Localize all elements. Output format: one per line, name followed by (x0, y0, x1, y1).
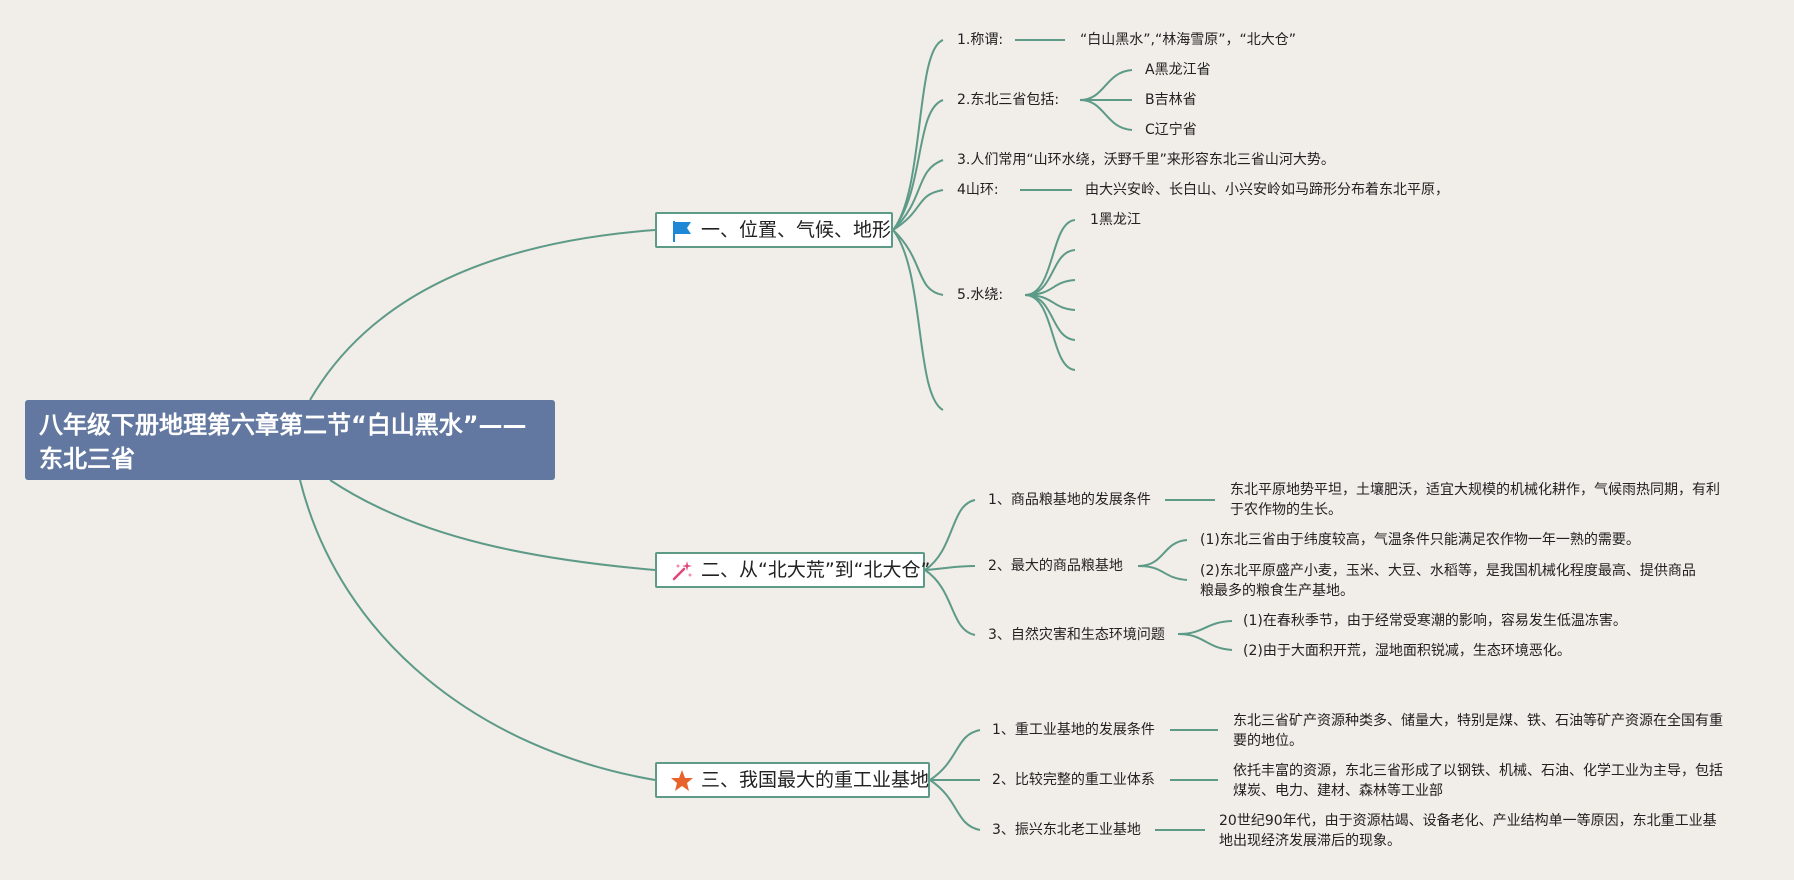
river-item: 1黑龙江 (1090, 212, 1141, 228)
industry-condition-label: 1、重工业基地的发展条件 (992, 722, 1155, 738)
blue-flag-icon (669, 218, 695, 244)
disaster-value: (2)由于大面积开荒，湿地面积锐减，生态环境恶化。 (1243, 643, 1571, 659)
provinces-label: 2.东北三省包括: (957, 92, 1060, 108)
industry-system-label: 2、比较完整的重工业体系 (992, 772, 1155, 788)
disaster-value: (1)在春秋季节，由于经常受寒潮的影响，容易发生低温冻害。 (1243, 613, 1627, 629)
shan-he-text: 3.人们常用“山环水绕，沃野千里”来形容东北三省山河大势。 (957, 152, 1335, 168)
industry-system-value: 依托丰富的资源，东北三省形成了以钢铁、机械、石油、化学工业为主导，包括煤炭、电力… (1233, 763, 1723, 799)
grain-base-value: (1)东北三省由于纬度较高，气温条件只能满足农作物一年一熟的需要。 (1200, 532, 1640, 548)
shan-huan-value: 由大兴安岭、长白山、小兴安岭如马蹄形分布着东北平原， (1085, 182, 1449, 198)
revive-label: 3、振兴东北老工业基地 (992, 822, 1141, 838)
branch-beidahuang-to-beidacang[interactable]: 二、从“北大荒”到“北大仓” (655, 552, 930, 588)
province-item: B吉林省 (1145, 92, 1197, 108)
orange-star-icon (669, 768, 695, 794)
disaster-label: 3、自然灾害和生态环境问题 (988, 627, 1165, 643)
branch-title: 三、我国最大的重工业基地 (701, 769, 930, 791)
revive-value: 20世纪90年代，由于资源枯竭、设备老化、产业结构单一等原因，东北重工业基地出现… (1219, 813, 1717, 849)
magic-wand-icon (669, 558, 695, 584)
root-title: 八年级下册地理第六章第二节“白山黑水”——东北三省 (39, 411, 527, 473)
cheng-wei-label: 1.称谓: (957, 32, 1004, 48)
branch-heavy-industry-base[interactable]: 三、我国最大的重工业基地 (655, 762, 930, 798)
branch-title: 一、位置、气候、地形 (701, 219, 892, 241)
shan-huan-label: 4山环: (957, 182, 999, 198)
branch-location-climate-terrain[interactable]: 一、位置、气候、地形 (655, 212, 893, 248)
shui-rao-label: 5.水绕: (957, 287, 1004, 303)
industry-condition-value: 东北三省矿产资源种类多、储量大，特别是煤、铁、石油等矿产资源在全国有重要的地位。 (1233, 713, 1723, 749)
grain-base-value: (2)东北平原盛产小麦，玉米、大豆、水稻等，是我国机械化程度最高、提供商品粮最多… (1200, 563, 1696, 599)
province-item: C辽宁省 (1145, 122, 1197, 138)
province-item: A黑龙江省 (1145, 62, 1211, 78)
cheng-wei-value: “白山黑水”,“林海雪原”，“北大仓” (1080, 32, 1296, 48)
branch-title: 二、从“北大荒”到“北大仓” (701, 559, 931, 581)
grain-condition-label: 1、商品粮基地的发展条件 (988, 492, 1151, 508)
root-topic[interactable]: 八年级下册地理第六章第二节“白山黑水”——东北三省 (25, 400, 555, 480)
grain-base-label: 2、最大的商品粮基地 (988, 558, 1123, 574)
grain-condition-value: 东北平原地势平坦，土壤肥沃，适宜大规模的机械化耕作，气候雨热同期，有利于农作物的… (1230, 482, 1720, 518)
